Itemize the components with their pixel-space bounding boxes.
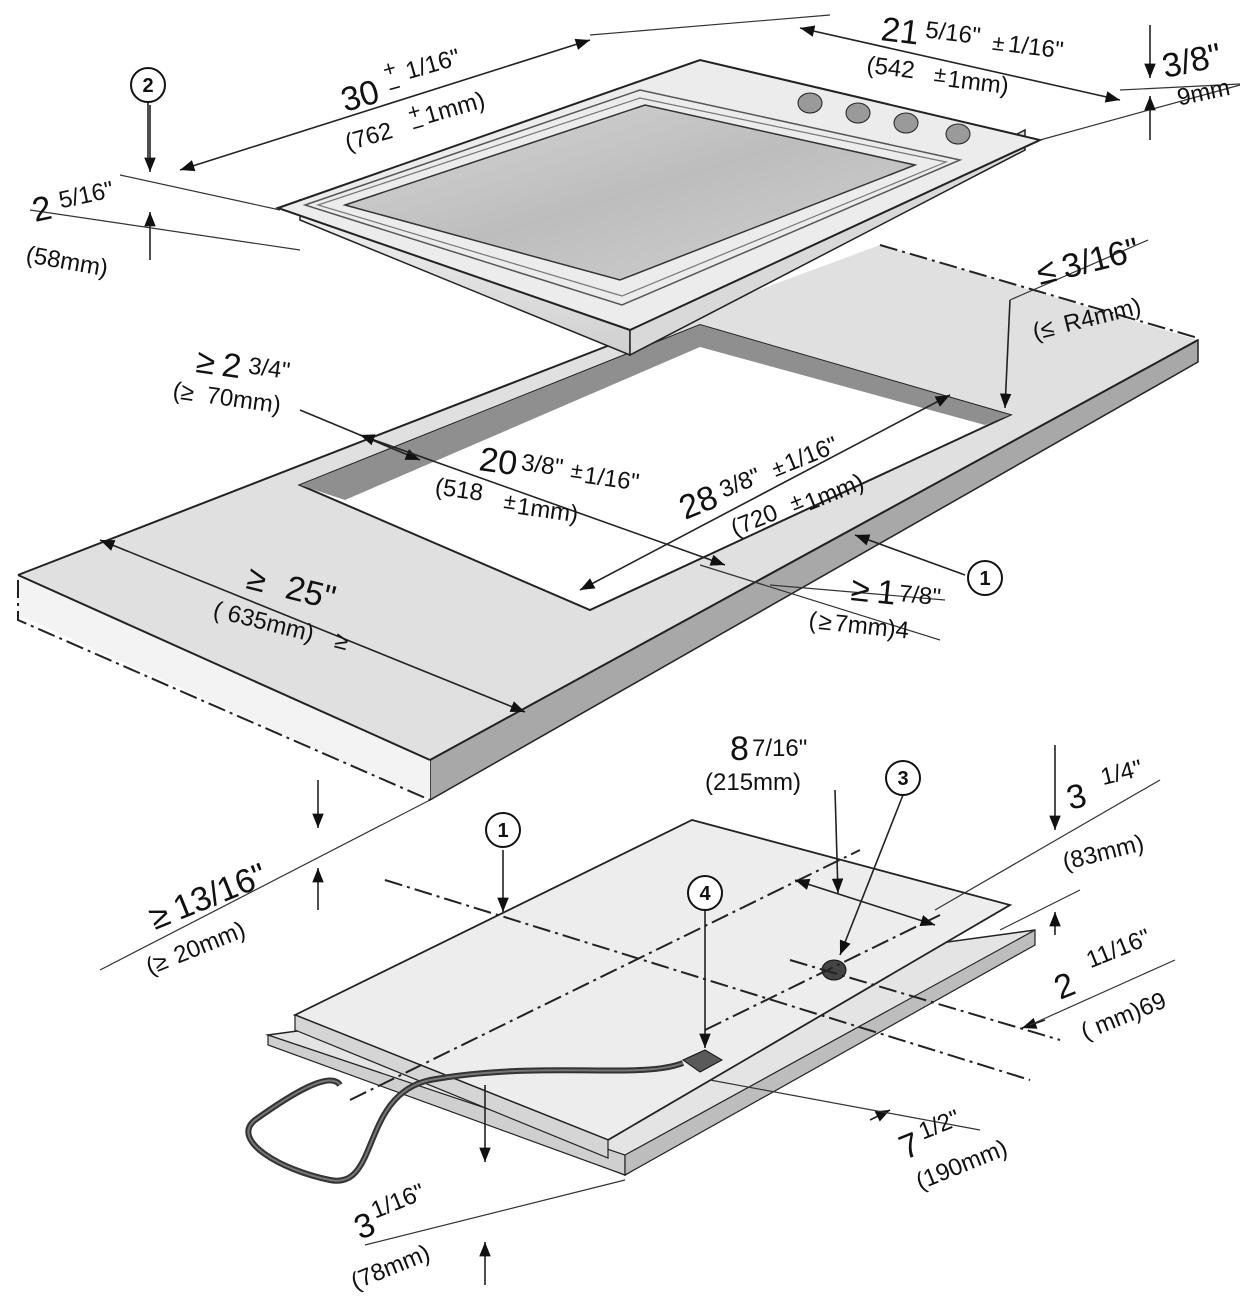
- svg-text:(≥: (≥: [142, 948, 172, 981]
- svg-text:5/16": 5/16": [924, 17, 982, 51]
- svg-text:1/16": 1/16": [367, 1179, 428, 1225]
- svg-text:3/8": 3/8": [520, 449, 565, 482]
- svg-text:13/16": 13/16": [168, 856, 272, 928]
- svg-text:1/2": 1/2": [915, 1105, 964, 1146]
- svg-text:1/16": 1/16": [403, 44, 464, 85]
- svg-text:−: −: [385, 74, 404, 102]
- svg-text:21: 21: [879, 10, 921, 52]
- label-top-width: 30: [337, 73, 384, 120]
- svg-text:7/16": 7/16": [752, 735, 807, 762]
- svg-text:1: 1: [979, 568, 990, 590]
- svg-text:20: 20: [477, 440, 520, 483]
- svg-text:≥: ≥: [849, 570, 872, 610]
- svg-text:(762: (762: [342, 117, 396, 156]
- svg-text:7mm)4: 7mm)4: [833, 610, 910, 645]
- svg-text:11/16": 11/16": [1082, 924, 1154, 974]
- callout-4: 4: [687, 875, 723, 911]
- callout-1-bottom: 1: [485, 812, 521, 848]
- svg-text:2: 2: [220, 346, 244, 386]
- svg-text:±: ±: [991, 30, 1006, 56]
- hob-underside: [245, 819, 1061, 1184]
- svg-text:5/16": 5/16": [56, 176, 116, 214]
- svg-text:±: ±: [569, 457, 584, 483]
- callout-2: 2: [130, 67, 166, 103]
- svg-text:(58mm): (58mm): [24, 241, 110, 282]
- svg-text:(78mm): (78mm): [347, 1240, 434, 1296]
- svg-text:1mm): 1mm): [946, 66, 1010, 100]
- svg-text:3: 3: [897, 768, 908, 790]
- svg-text:2: 2: [29, 189, 55, 230]
- svg-text:1/16": 1/16": [1007, 31, 1065, 65]
- svg-text:1mm): 1mm): [422, 87, 488, 130]
- svg-text:3: 3: [1063, 776, 1091, 817]
- svg-text:2: 2: [1049, 965, 1081, 1007]
- callout-1: 1: [967, 560, 1003, 596]
- hob-unit: [274, 58, 1044, 357]
- svg-text:2: 2: [142, 75, 153, 97]
- svg-text:1/4": 1/4": [1098, 755, 1145, 791]
- svg-text:4: 4: [699, 883, 711, 905]
- svg-text:(215mm): (215mm): [705, 769, 801, 796]
- svg-text:( mm)69: ( mm)69: [1077, 987, 1170, 1046]
- svg-text:8: 8: [730, 730, 749, 768]
- svg-text:(518: (518: [433, 473, 484, 506]
- callout-3: 3: [885, 760, 921, 796]
- svg-text:(83mm): (83mm): [1060, 830, 1147, 876]
- svg-text:7/8": 7/8": [898, 580, 942, 611]
- svg-text:≥: ≥: [332, 627, 351, 656]
- svg-text:≤: ≤: [1033, 251, 1060, 292]
- svg-text:≥: ≥: [817, 608, 833, 636]
- svg-text:3/16": 3/16": [1058, 231, 1143, 287]
- terminal-box-icon: [681, 1049, 724, 1073]
- svg-text:(≥: (≥: [171, 377, 196, 407]
- svg-text:≥: ≥: [194, 342, 218, 382]
- svg-text:70mm): 70mm): [205, 382, 283, 419]
- svg-text:(542: (542: [865, 52, 916, 85]
- svg-text:±: ±: [502, 488, 517, 514]
- svg-text:±: ±: [933, 61, 948, 87]
- dimension-lines: [29, 14, 1241, 1285]
- svg-text:(: (: [807, 607, 818, 635]
- svg-text:1: 1: [875, 573, 898, 613]
- svg-text:3/4": 3/4": [246, 352, 291, 385]
- svg-text:1: 1: [497, 820, 508, 842]
